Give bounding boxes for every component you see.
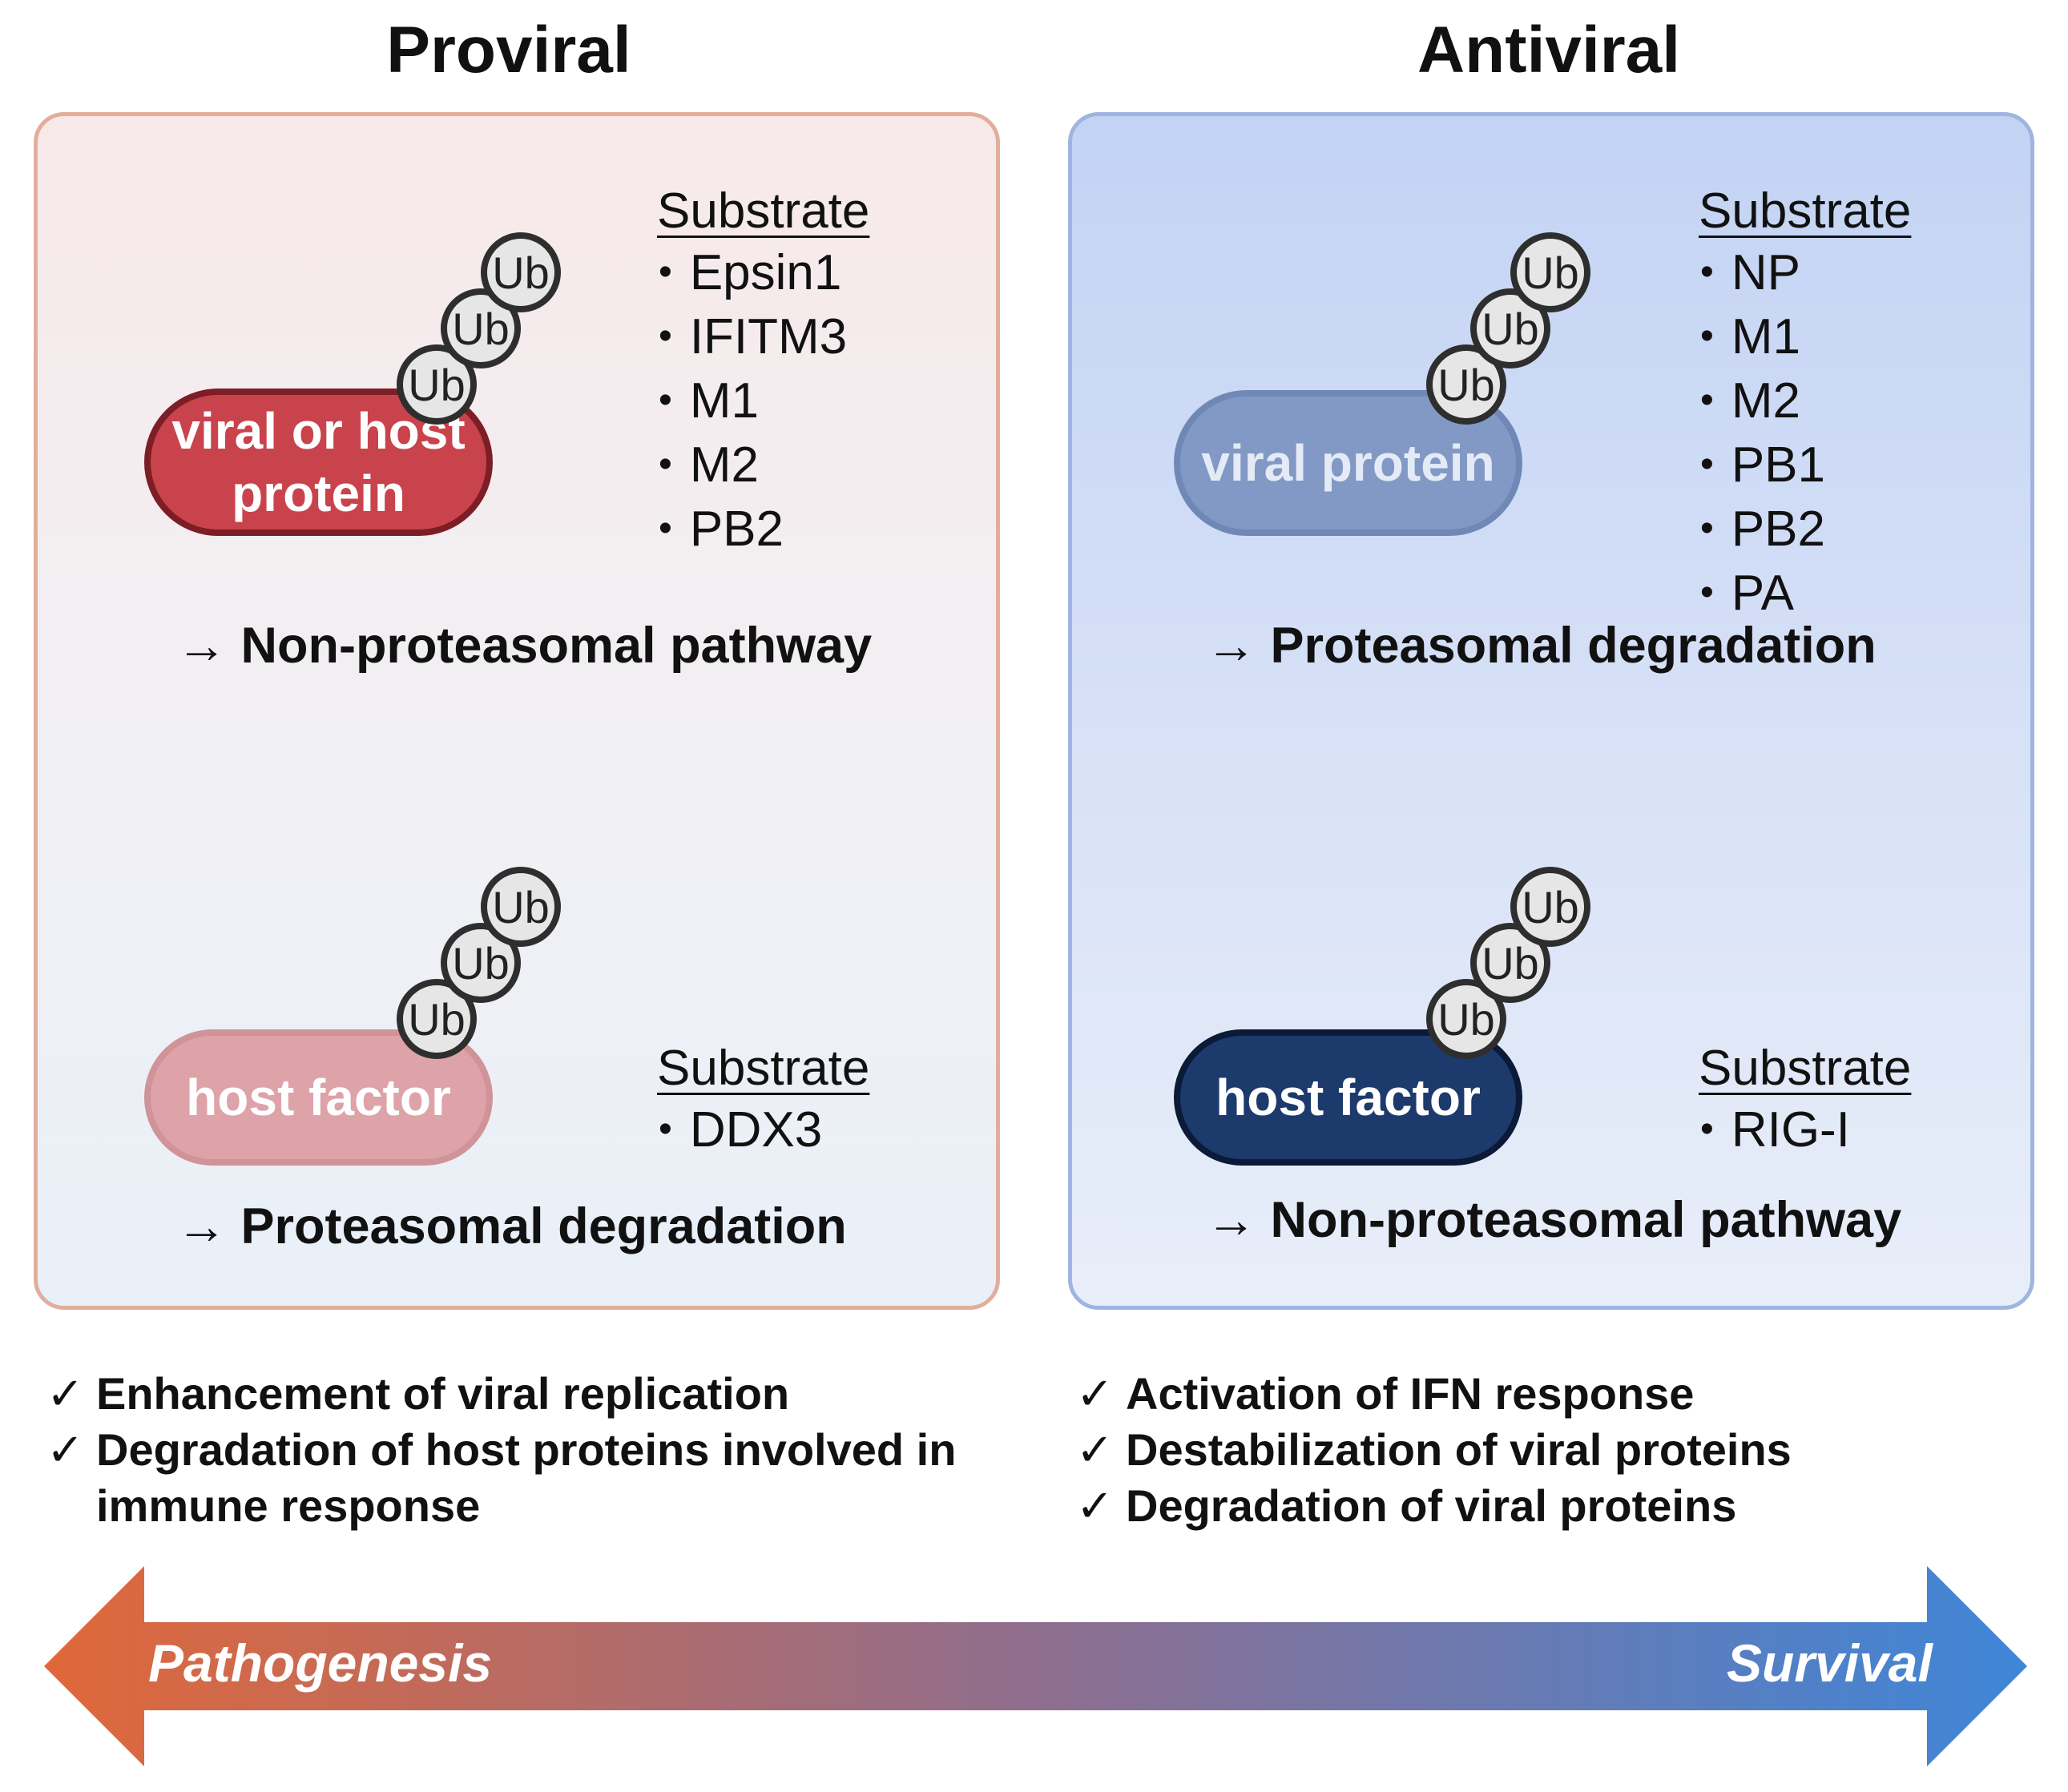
substrate-item: RIG-I <box>1700 1100 1850 1164</box>
ubiquitin-icon: Ub <box>1510 867 1590 947</box>
substrate-item: M2 <box>1700 371 1825 435</box>
ubiquitin-icon: Ub <box>481 867 561 947</box>
substrate-heading: Substrate <box>657 1041 870 1096</box>
substrate-item: PA <box>1700 563 1825 627</box>
substrate-item: IFITM3 <box>659 307 847 371</box>
substrate-item: M1 <box>1700 307 1825 371</box>
substrate-item: M2 <box>659 435 847 499</box>
proviral-effects-list: Enhancement of viral replication Degrada… <box>46 1366 1000 1534</box>
effect-item: Degradation of viral proteins <box>1076 1478 2038 1534</box>
effect-item: Activation of IFN response <box>1076 1366 2038 1422</box>
host-factor-label: host factor <box>1215 1069 1481 1126</box>
antiviral-effects-list: Activation of IFN response Destabilizati… <box>1076 1366 2038 1534</box>
pathway-label: → Non-proteasomal pathway <box>176 618 873 674</box>
substrate-item: Epsin1 <box>659 243 847 307</box>
host-factor-label: host factor <box>186 1069 451 1126</box>
pathogenesis-label: Pathogenesis <box>148 1633 493 1693</box>
viral-or-host-protein-pill: viral or host protein <box>144 389 493 536</box>
substrate-list: NP M1 M2 PB1 PB2 PA <box>1700 243 1825 627</box>
ubiquitin-icon: Ub <box>1426 344 1506 425</box>
substrate-heading: Substrate <box>1699 1041 1912 1096</box>
effect-item: Degradation of host proteins involved in… <box>46 1422 1000 1534</box>
substrate-list: DDX3 <box>659 1100 822 1164</box>
protein-label-line2: protein <box>232 465 405 522</box>
survival-label: Survival <box>1727 1633 1933 1693</box>
pathway-label: → Proteasomal degradation <box>176 1198 847 1254</box>
substrate-item: DDX3 <box>659 1100 822 1164</box>
host-factor-pill: host factor <box>144 1029 493 1166</box>
substrate-list: Epsin1 IFITM3 M1 M2 PB2 <box>659 243 847 563</box>
ubiquitin-icon: Ub <box>1510 232 1590 312</box>
antiviral-title: Antiviral <box>1417 14 1681 87</box>
substrate-list: RIG-I <box>1700 1100 1850 1164</box>
substrate-item: PB1 <box>1700 435 1825 499</box>
effect-item: Destabilization of viral proteins <box>1076 1422 2038 1478</box>
substrate-item: M1 <box>659 371 847 435</box>
viral-protein-pill: viral protein <box>1174 390 1522 536</box>
ubiquitin-icon: Ub <box>397 979 477 1059</box>
viral-protein-label: viral protein <box>1201 434 1495 492</box>
ubiquitin-icon: Ub <box>1426 979 1506 1059</box>
effect-item: Enhancement of viral replication <box>46 1366 1000 1422</box>
pathway-label: → Proteasomal degradation <box>1206 618 1877 674</box>
substrate-heading: Substrate <box>1699 183 1912 239</box>
pathway-label: → Non-proteasomal pathway <box>1206 1192 1902 1248</box>
double-arrow-shape <box>44 1566 2027 1766</box>
substrate-heading: Substrate <box>657 183 870 239</box>
pathogenesis-survival-arrow <box>44 1566 2027 1766</box>
substrate-item: NP <box>1700 243 1825 307</box>
substrate-item: PB2 <box>659 499 847 563</box>
ubiquitin-icon: Ub <box>481 232 561 312</box>
substrate-item: PB2 <box>1700 499 1825 563</box>
proviral-title: Proviral <box>386 14 631 87</box>
